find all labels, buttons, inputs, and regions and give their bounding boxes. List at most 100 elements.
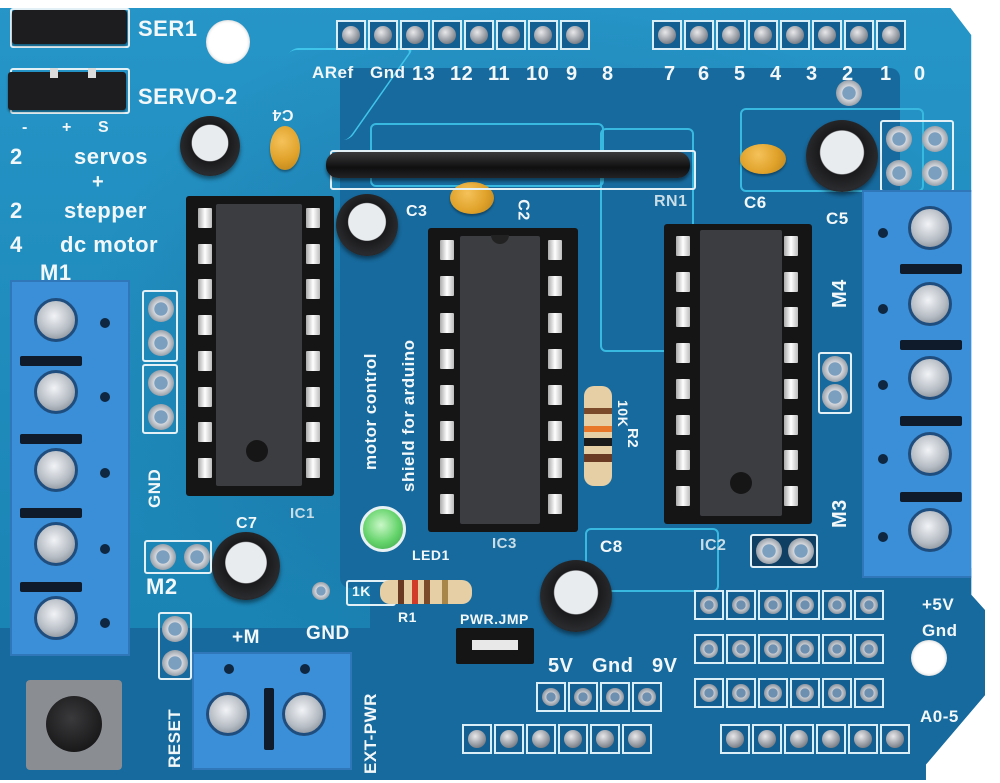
analog-pin-a0[interactable]: [720, 724, 750, 754]
pin-12[interactable]: [432, 20, 462, 50]
terminal-divider: [20, 582, 82, 592]
pin-2[interactable]: [812, 20, 842, 50]
c4-label: C4: [272, 106, 294, 123]
terminal-dot: [878, 228, 888, 238]
terminal-block-m3-m4: [862, 190, 978, 578]
pin-aref[interactable]: [336, 20, 366, 50]
screw-terminal[interactable]: [34, 596, 78, 640]
volt-gnd-label: Gnd: [592, 655, 634, 677]
power-pin[interactable]: [590, 724, 620, 754]
analog-pin-a2[interactable]: [784, 724, 814, 754]
pad-pair-outline: [818, 352, 852, 414]
digital-header-right[interactable]: [652, 20, 908, 50]
power-pin[interactable]: [558, 724, 588, 754]
terminal-divider: [900, 340, 962, 350]
ic1-left-legs: [198, 208, 212, 478]
pcb-board: SER1 SERVO-2 - + S 2 servos + 2 stepper …: [0, 8, 985, 780]
power-pin[interactable]: [526, 724, 556, 754]
power-pin[interactable]: [494, 724, 524, 754]
a0-5-label: A0-5: [920, 707, 959, 726]
power-header[interactable]: [462, 724, 654, 754]
screw-terminal[interactable]: [34, 522, 78, 566]
resistor-r1: [380, 580, 472, 604]
servo-pin-minus: -: [22, 119, 28, 136]
screw-terminal-plus-m[interactable]: [206, 692, 250, 736]
screw-terminal[interactable]: [34, 298, 78, 342]
pad: [758, 590, 788, 620]
pad: [726, 634, 756, 664]
screw-terminal[interactable]: [908, 206, 952, 250]
terminal-dot: [878, 454, 888, 464]
screw-terminal[interactable]: [908, 432, 952, 476]
servo-pin-plus: +: [62, 119, 72, 136]
pin-5[interactable]: [716, 20, 746, 50]
pad: [726, 678, 756, 708]
pin-13[interactable]: [400, 20, 430, 50]
power-pin[interactable]: [462, 724, 492, 754]
analog-pin-a3[interactable]: [816, 724, 846, 754]
terminal-block-m1-m2: [10, 280, 130, 656]
analog-pin-a4[interactable]: [848, 724, 878, 754]
reset-button[interactable]: [46, 696, 102, 752]
capacitor-electrolytic-c3: [336, 194, 398, 256]
screw-terminal[interactable]: [908, 508, 952, 552]
pad: [148, 296, 174, 322]
screw-terminal[interactable]: [908, 356, 952, 400]
mounting-hole: [206, 20, 250, 64]
stepper-label: stepper: [64, 198, 147, 223]
pin-11[interactable]: [464, 20, 494, 50]
screw-terminal[interactable]: [34, 370, 78, 414]
servo-pin-signal: S: [98, 119, 110, 136]
pad: [854, 634, 884, 664]
digital-header-left[interactable]: [336, 20, 592, 50]
rn1-label: RN1: [654, 193, 688, 210]
ic1-label: IC1: [290, 505, 315, 522]
band-orange: [584, 426, 612, 432]
via: [836, 80, 862, 106]
pin-gnd[interactable]: [368, 20, 398, 50]
screw-terminal[interactable]: [908, 282, 952, 326]
pin-0[interactable]: [876, 20, 906, 50]
gnd-left-label: GND: [145, 468, 164, 508]
pad: [148, 370, 174, 396]
ser1-header[interactable]: [12, 10, 127, 44]
volt-5v-label: 5V: [548, 655, 574, 677]
pad: [822, 590, 852, 620]
label-2: 2: [842, 63, 854, 85]
pwr-jmp-label: PWR.JMP: [460, 611, 529, 627]
pin-10[interactable]: [496, 20, 526, 50]
analog-row: [694, 678, 886, 708]
terminal-divider: [20, 508, 82, 518]
analog-pin-a5[interactable]: [880, 724, 910, 754]
power-jumper[interactable]: [456, 628, 534, 664]
pin-8[interactable]: [560, 20, 590, 50]
analog-header[interactable]: [720, 724, 912, 754]
chip-notch: [491, 235, 509, 244]
servos-label: servos: [74, 144, 148, 169]
servo2-header[interactable]: [8, 68, 126, 110]
terminal-dot: [300, 664, 310, 674]
led1-label: LED1: [412, 547, 450, 563]
gnd-pwr-label: GND: [306, 623, 350, 644]
pin-7[interactable]: [652, 20, 682, 50]
pin-1[interactable]: [844, 20, 874, 50]
pin-9[interactable]: [528, 20, 558, 50]
label-13: 13: [412, 63, 436, 85]
pad: [632, 682, 662, 712]
pad: [162, 650, 188, 676]
pad: [922, 126, 948, 152]
pin-3[interactable]: [780, 20, 810, 50]
pin-4[interactable]: [748, 20, 778, 50]
pin-6[interactable]: [684, 20, 714, 50]
screw-terminal-gnd[interactable]: [282, 692, 326, 736]
ext-pwr-label: EXT-PWR: [361, 693, 380, 774]
pad: [854, 678, 884, 708]
analog-pin-a1[interactable]: [752, 724, 782, 754]
servo2-label: SERVO-2: [138, 84, 238, 109]
power-pin[interactable]: [622, 724, 652, 754]
terminal-dot: [100, 468, 110, 478]
power-pads: [536, 682, 664, 712]
label-4: 4: [770, 63, 782, 85]
screw-terminal[interactable]: [34, 448, 78, 492]
r1-label: R1: [398, 609, 417, 625]
